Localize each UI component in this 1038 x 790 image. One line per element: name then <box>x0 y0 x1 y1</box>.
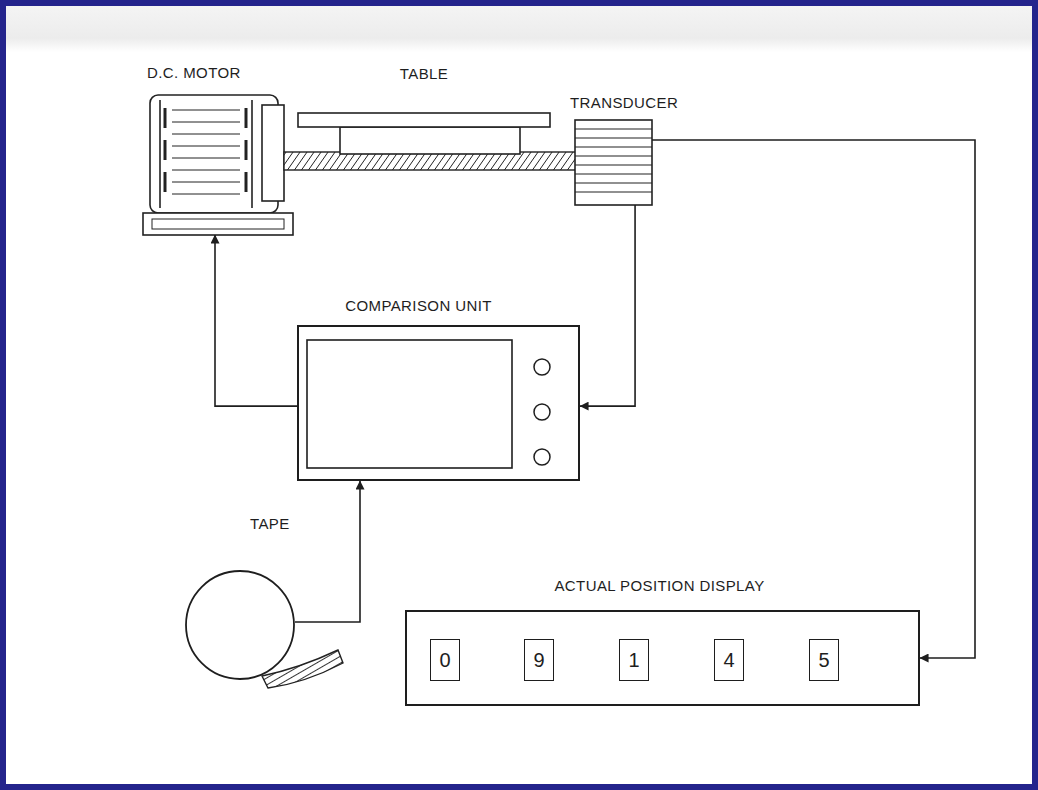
position-display: 09145ACTUAL POSITION DISPLAY <box>405 610 920 706</box>
component-label: TABLE <box>400 65 448 82</box>
position-transducer: TRANSDUCER <box>575 120 652 205</box>
component-label: ACTUAL POSITION DISPLAY <box>554 577 764 594</box>
signal-line <box>580 205 635 406</box>
display-digit: 5 <box>809 639 839 681</box>
panel-drawing <box>299 327 578 479</box>
tape-reel: TAPE <box>185 570 295 680</box>
component-label: D.C. MOTOR <box>147 64 241 81</box>
display-digit: 4 <box>714 639 744 681</box>
display-digit: 0 <box>430 639 460 681</box>
component-label: COMPARISON UNIT <box>345 297 492 314</box>
signal-line <box>215 235 297 406</box>
digit-readout: 9 <box>533 649 544 672</box>
reel-outline <box>185 570 295 680</box>
motor-drawing <box>143 95 293 235</box>
digit-readout: 5 <box>818 649 829 672</box>
digit-readout: 0 <box>439 649 450 672</box>
display-digit: 9 <box>524 639 554 681</box>
comparison-unit: COMPARISON UNIT <box>297 325 580 481</box>
component-label: TRANSDUCER <box>570 94 678 111</box>
table-drawing <box>298 113 550 154</box>
machine-table: TABLE <box>298 113 550 154</box>
display-digit: 1 <box>619 639 649 681</box>
motor-unit: D.C. MOTOR <box>143 95 293 235</box>
tape-strip <box>262 650 343 688</box>
digit-readout: 1 <box>628 649 639 672</box>
signal-line <box>295 481 360 622</box>
digit-readout: 4 <box>723 649 734 672</box>
transducer-drawing <box>575 120 652 205</box>
component-label: TAPE <box>250 515 290 532</box>
header-band <box>6 6 1032 52</box>
